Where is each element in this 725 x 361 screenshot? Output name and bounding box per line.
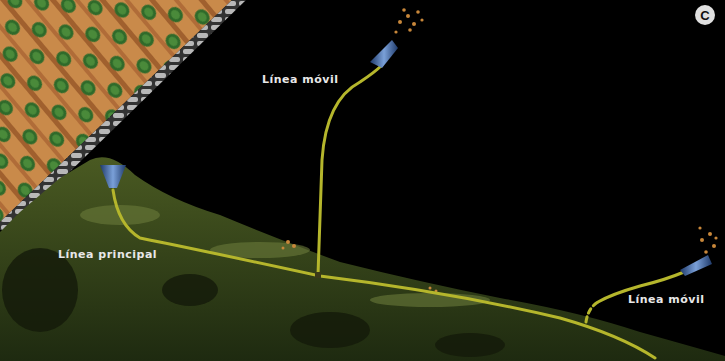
- hose-label: Línea principal: [58, 248, 157, 261]
- badge-letter: C: [700, 9, 709, 22]
- hose-label: Línea móvil: [262, 73, 339, 86]
- corner-badge: C: [695, 5, 715, 25]
- hose-label: Línea móvil: [628, 293, 705, 306]
